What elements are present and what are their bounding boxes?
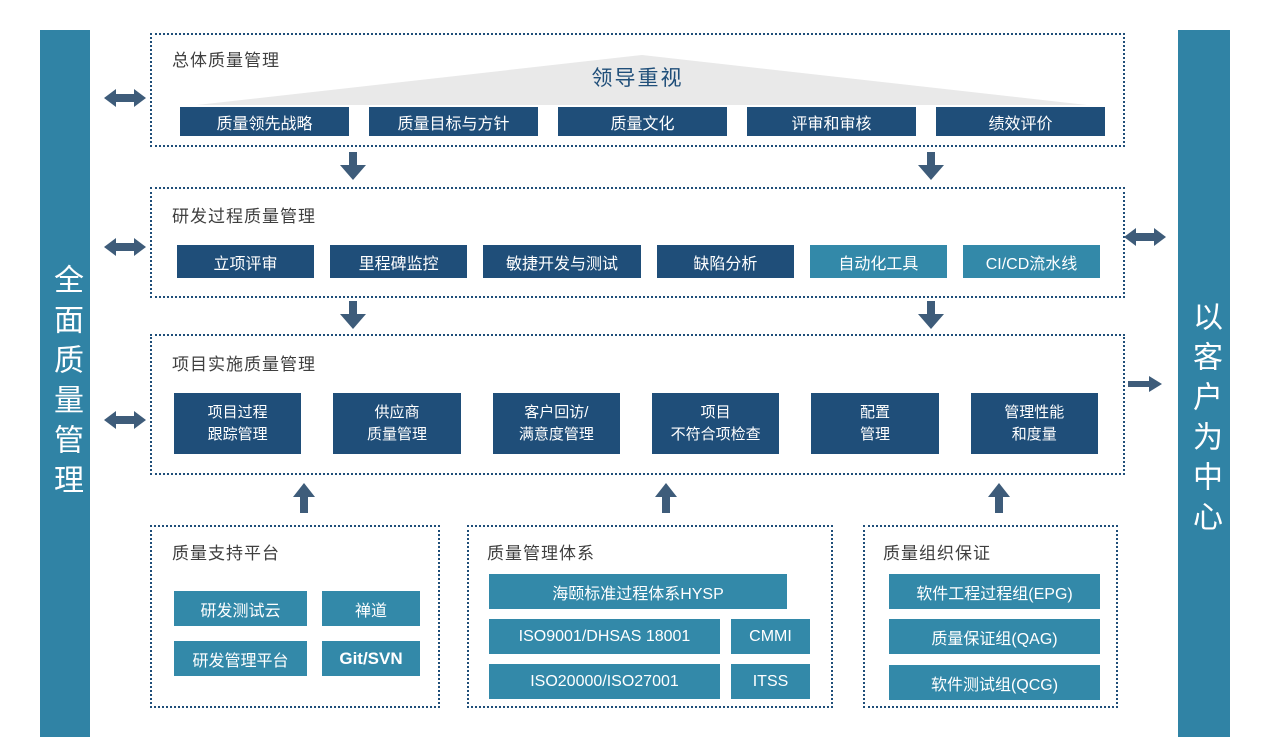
overall-section-title: 总体质量管理 (172, 51, 280, 70)
down-arrow-icon (918, 301, 944, 329)
rnd-pill: CI/CD流水线 (962, 245, 1101, 278)
platform-item: Git/SVN (322, 641, 420, 676)
overall-pill: 质量领先战略 (180, 107, 349, 136)
platform-section-title: 质量支持平台 (172, 544, 280, 563)
left-right-arrow-icon (1124, 227, 1166, 247)
project-section-title: 项目实施质量管理 (172, 355, 316, 374)
overall-pill: 质量文化 (558, 107, 727, 136)
left-right-arrow-icon (104, 88, 146, 108)
system-item: 海颐标准过程体系HYSP (489, 574, 787, 609)
platform-item: 禅道 (322, 591, 420, 626)
left-right-arrow-icon (104, 410, 146, 430)
rnd-pill: 立项评审 (177, 245, 315, 278)
platform-section: 质量支持平台 研发测试云 禅道 研发管理平台 Git/SVN (150, 525, 440, 708)
down-arrow-icon (340, 301, 366, 329)
org-item: 质量保证组(QAG) (889, 619, 1100, 654)
org-section: 质量组织保证 软件工程过程组(EPG) 质量保证组(QAG) 软件测试组(QCG… (863, 525, 1118, 708)
project-pill-row: 项目过程 跟踪管理 供应商 质量管理 客户回访/ 满意度管理 项目 不符合项检查… (174, 393, 1098, 454)
system-section-title: 质量管理体系 (487, 544, 595, 563)
overall-pill: 评审和审核 (747, 107, 916, 136)
project-section: 项目实施质量管理 项目过程 跟踪管理 供应商 质量管理 客户回访/ 满意度管理 … (150, 334, 1125, 475)
down-arrow-icon (340, 152, 366, 180)
rnd-pill: 里程碑监控 (330, 245, 468, 278)
left-right-arrow-icon (104, 237, 146, 257)
system-item: ISO9001/DHSAS 18001 (489, 619, 720, 654)
system-item: ITSS (731, 664, 810, 699)
rnd-pill-row: 立项评审 里程碑监控 敏捷开发与测试 缺陷分析 自动化工具 CI/CD流水线 (177, 245, 1101, 278)
project-pill: 供应商 质量管理 (333, 393, 461, 454)
up-arrow-icon (988, 483, 1010, 513)
left-sidebar: 全面质量管理 (40, 30, 90, 737)
rnd-pill: 缺陷分析 (656, 245, 794, 278)
project-pill: 项目 不符合项检查 (651, 393, 780, 454)
org-item: 软件工程过程组(EPG) (889, 574, 1100, 609)
overall-pill: 绩效评价 (936, 107, 1105, 136)
system-section: 质量管理体系 海颐标准过程体系HYSP ISO9001/DHSAS 18001 … (467, 525, 833, 708)
overall-section: 总体质量管理 领导重视 质量领先战略 质量目标与方针 质量文化 评审和审核 绩效… (150, 33, 1125, 147)
overall-pill: 质量目标与方针 (369, 107, 538, 136)
right-sidebar: 以客户为中心 (1178, 30, 1230, 737)
org-item: 软件测试组(QCG) (889, 665, 1100, 700)
up-arrow-icon (293, 483, 315, 513)
leadership-triangle (197, 55, 1087, 105)
project-pill: 客户回访/ 满意度管理 (492, 393, 620, 454)
down-arrow-icon (918, 152, 944, 180)
project-pill: 项目过程 跟踪管理 (174, 393, 302, 454)
platform-item: 研发测试云 (174, 591, 307, 626)
right-sidebar-label: 以客户为中心 (1188, 300, 1221, 541)
system-item: ISO20000/ISO27001 (489, 664, 720, 699)
right-arrow-icon (1128, 376, 1162, 392)
project-pill: 管理性能 和度量 (970, 393, 1098, 454)
up-arrow-icon (655, 483, 677, 513)
rnd-section-title: 研发过程质量管理 (172, 207, 316, 226)
system-item: CMMI (731, 619, 810, 654)
platform-item: 研发管理平台 (174, 641, 307, 676)
rnd-pill: 敏捷开发与测试 (483, 245, 641, 278)
rnd-pill: 自动化工具 (809, 245, 947, 278)
project-pill: 配置 管理 (811, 393, 939, 454)
left-sidebar-label: 全面质量管理 (49, 263, 82, 504)
org-section-title: 质量组织保证 (883, 544, 991, 563)
overall-pill-row: 质量领先战略 质量目标与方针 质量文化 评审和审核 绩效评价 (180, 107, 1105, 136)
leadership-banner-label: 领导重视 (591, 67, 684, 90)
rnd-section: 研发过程质量管理 立项评审 里程碑监控 敏捷开发与测试 缺陷分析 自动化工具 C… (150, 187, 1125, 298)
